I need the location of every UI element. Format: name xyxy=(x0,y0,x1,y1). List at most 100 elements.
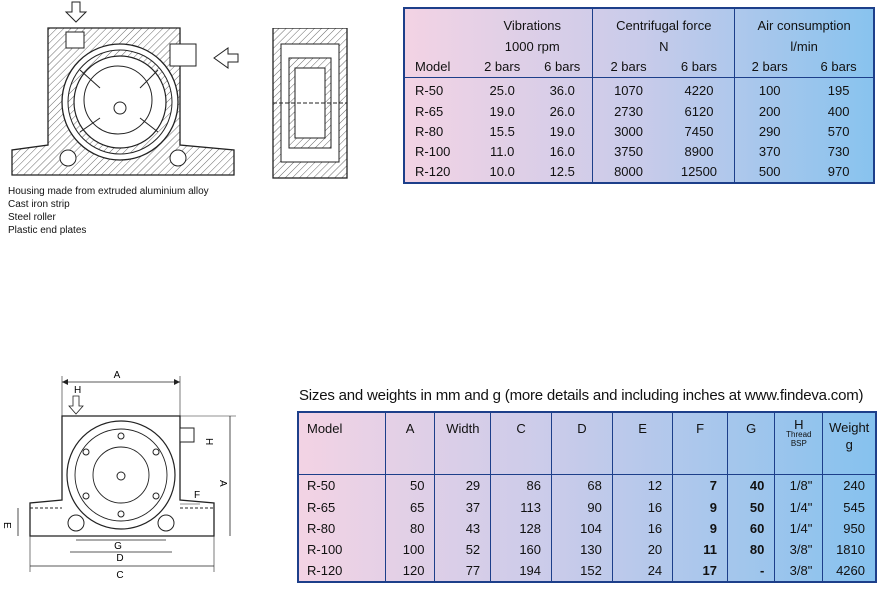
perf-value-cell: 100 xyxy=(734,77,805,102)
size-header: A xyxy=(384,413,435,476)
air-consumption-header: Air consumption xyxy=(734,9,873,37)
perf-value-cell: 26.0 xyxy=(549,103,575,119)
size-value-cell: 128 xyxy=(490,517,552,539)
size-model-cell: R-65 xyxy=(307,499,336,515)
size-value-cell: 50 xyxy=(726,496,775,518)
sub-header: 2 bars xyxy=(592,56,664,78)
size-model-cell: R-80 xyxy=(307,520,336,536)
size-value-cell: 3/8" xyxy=(774,538,823,560)
h-sub2: BSP xyxy=(790,439,807,448)
perf-row: R-100 11.0 16.0 3750 8900 370 730 xyxy=(405,141,873,162)
vibrator-cross-section-drawing xyxy=(11,1,239,176)
size-value-cell: 113 xyxy=(490,496,552,518)
caption-line: Cast iron strip xyxy=(8,199,70,210)
caption-line: Plastic end plates xyxy=(8,225,87,236)
size-value-cell: 160 xyxy=(490,538,552,560)
size-value-cell: 4260 xyxy=(822,559,875,581)
caption-line: Housing made from extruded aluminium all… xyxy=(8,186,209,197)
size-value-cell: 130 xyxy=(551,538,613,560)
sub-header: 6 bars xyxy=(532,56,593,78)
perf-value-cell: 195 xyxy=(827,83,850,99)
sub-header: 2 bars xyxy=(472,56,533,78)
perf-value-cell: 15.5 xyxy=(489,123,515,139)
perf-value-cell: 730 xyxy=(827,143,850,159)
perf-value-cell: 3750 xyxy=(592,141,664,162)
size-value-cell: 86 xyxy=(490,474,552,497)
perf-value-cell: 4220 xyxy=(684,83,714,99)
size-value-cell: 37 xyxy=(434,496,491,518)
sizes-table: Model A Width C D E F G H Thread BSP Wei… xyxy=(297,411,877,583)
perf-value-cell: 36.0 xyxy=(549,83,575,99)
perf-value-cell: 3000 xyxy=(592,121,664,142)
size-value-cell: 24 xyxy=(611,559,673,581)
perf-value-cell: 1070 xyxy=(592,77,664,102)
perf-value-cell: 7450 xyxy=(684,123,714,139)
dim-F: F xyxy=(194,490,200,501)
air-consumption-unit: l/min xyxy=(734,36,873,57)
sub-header: 6 bars xyxy=(804,56,873,78)
dim-H-left: H xyxy=(74,385,81,396)
perf-value-cell: 19.0 xyxy=(489,103,515,119)
size-value-cell: 100 xyxy=(384,538,435,560)
size-value-cell: 950 xyxy=(822,517,875,539)
perf-value-cell: 10.0 xyxy=(489,163,515,179)
perf-value-cell: 2730 xyxy=(592,101,664,122)
sub-header: 2 bars xyxy=(734,56,805,78)
perf-value-cell: 12.5 xyxy=(549,163,575,179)
size-value-cell: 1/4" xyxy=(774,496,823,518)
size-value-cell: 40 xyxy=(726,474,775,497)
size-value-cell: 16 xyxy=(611,517,673,539)
size-value-cell: 9 xyxy=(672,517,728,539)
size-value-cell: 3/8" xyxy=(774,559,823,581)
perf-model-cell: R-100 xyxy=(415,143,451,159)
perf-value-cell: 8000 xyxy=(592,161,664,182)
size-value-cell: 60 xyxy=(726,517,775,539)
size-model-cell: R-120 xyxy=(307,562,343,578)
perf-model-cell: R-80 xyxy=(415,123,444,139)
h-sub1: Thread xyxy=(786,430,812,439)
weight-header: Weight g xyxy=(822,413,875,476)
sizes-title: Sizes and weights in mm and g (more deta… xyxy=(299,387,864,404)
h-thread-header: H Thread BSP xyxy=(774,413,823,476)
perf-model-cell: R-65 xyxy=(415,103,444,119)
size-header: F xyxy=(672,413,728,476)
perf-value-cell: 570 xyxy=(827,123,850,139)
perf-value-cell: 16.0 xyxy=(549,143,575,159)
perf-value-cell: 8900 xyxy=(684,143,714,159)
vibrator-front-view-drawing: A H H A E F G D C xyxy=(1,370,236,581)
perf-value-cell: 6120 xyxy=(684,103,714,119)
dim-D: D xyxy=(116,553,123,564)
vibrator-side-section-drawing xyxy=(272,28,348,179)
size-header: Width xyxy=(434,413,491,476)
size-value-cell: 152 xyxy=(551,559,613,581)
perf-value-cell: 12500 xyxy=(680,163,718,179)
size-value-cell: 90 xyxy=(551,496,613,518)
size-value-cell: 80 xyxy=(726,538,775,560)
size-value-cell: 1/8" xyxy=(774,474,823,497)
size-header: E xyxy=(611,413,673,476)
size-value-cell: 1/4" xyxy=(774,517,823,539)
dim-E: E xyxy=(1,522,12,529)
perf-value-cell: 400 xyxy=(827,103,850,119)
perf-value-cell: 370 xyxy=(734,141,805,162)
size-value-cell: 16 xyxy=(611,496,673,518)
size-value-cell: 9 xyxy=(672,496,728,518)
centrifugal-force-header: Centrifugal force xyxy=(592,9,735,37)
perf-model-cell: R-120 xyxy=(415,163,451,179)
size-value-cell: 52 xyxy=(434,538,491,560)
size-value-cell: 11 xyxy=(672,538,728,560)
sub-header: 6 bars xyxy=(663,56,735,78)
size-value-cell: 545 xyxy=(822,496,875,518)
perf-value-cell: 290 xyxy=(734,121,805,142)
dim-G: G xyxy=(114,541,122,552)
dim-H-right: H xyxy=(203,438,214,445)
perf-value-cell: 970 xyxy=(827,163,850,179)
size-model-cell: R-100 xyxy=(307,541,343,557)
perf-value-cell: 11.0 xyxy=(489,143,515,159)
